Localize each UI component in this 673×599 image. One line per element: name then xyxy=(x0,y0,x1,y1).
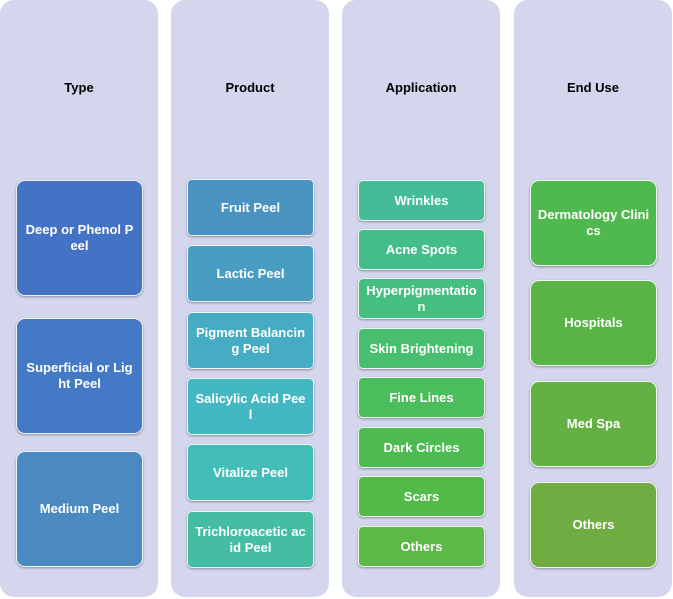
column-product: Product Fruit Peel Lactic Peel Pigment B… xyxy=(171,0,329,597)
column-type: Type Deep or Phenol Peel Superficial or … xyxy=(0,0,158,597)
column-title-type: Type xyxy=(64,80,94,95)
application-item: Fine Lines xyxy=(358,377,485,418)
application-item: Wrinkles xyxy=(358,180,485,221)
application-item: Skin Brightening xyxy=(358,328,485,369)
column-title-application: Application xyxy=(385,80,457,95)
application-item: Hyperpigmentation xyxy=(358,278,485,319)
product-item: Vitalize Peel xyxy=(187,444,314,501)
type-item: Superficial or Light Peel xyxy=(16,318,143,434)
column-title-end-use: End Use xyxy=(566,80,619,95)
enduse-item: Others xyxy=(530,482,657,568)
product-item: Pigment Balancing Peel xyxy=(187,312,314,369)
product-item: Fruit Peel xyxy=(187,179,314,236)
type-item: Deep or Phenol Peel xyxy=(16,180,143,296)
product-item: Lactic Peel xyxy=(187,245,314,302)
column-end-use: End Use Dermatology Clinics Hospitals Me… xyxy=(514,0,672,597)
application-item: Dark Circles xyxy=(358,427,485,468)
enduse-item: Med Spa xyxy=(530,381,657,467)
application-item: Others xyxy=(358,526,485,567)
enduse-item: Dermatology Clinics xyxy=(530,180,657,266)
product-item: Trichloroacetic acid Peel xyxy=(187,511,314,568)
column-application: Application Wrinkles Acne Spots Hyperpig… xyxy=(342,0,500,597)
column-title-product: Product xyxy=(225,80,275,95)
application-item: Acne Spots xyxy=(358,229,485,270)
enduse-item: Hospitals xyxy=(530,280,657,366)
application-item: Scars xyxy=(358,476,485,517)
product-item: Salicylic Acid Peel xyxy=(187,378,314,435)
type-item: Medium Peel xyxy=(16,451,143,567)
